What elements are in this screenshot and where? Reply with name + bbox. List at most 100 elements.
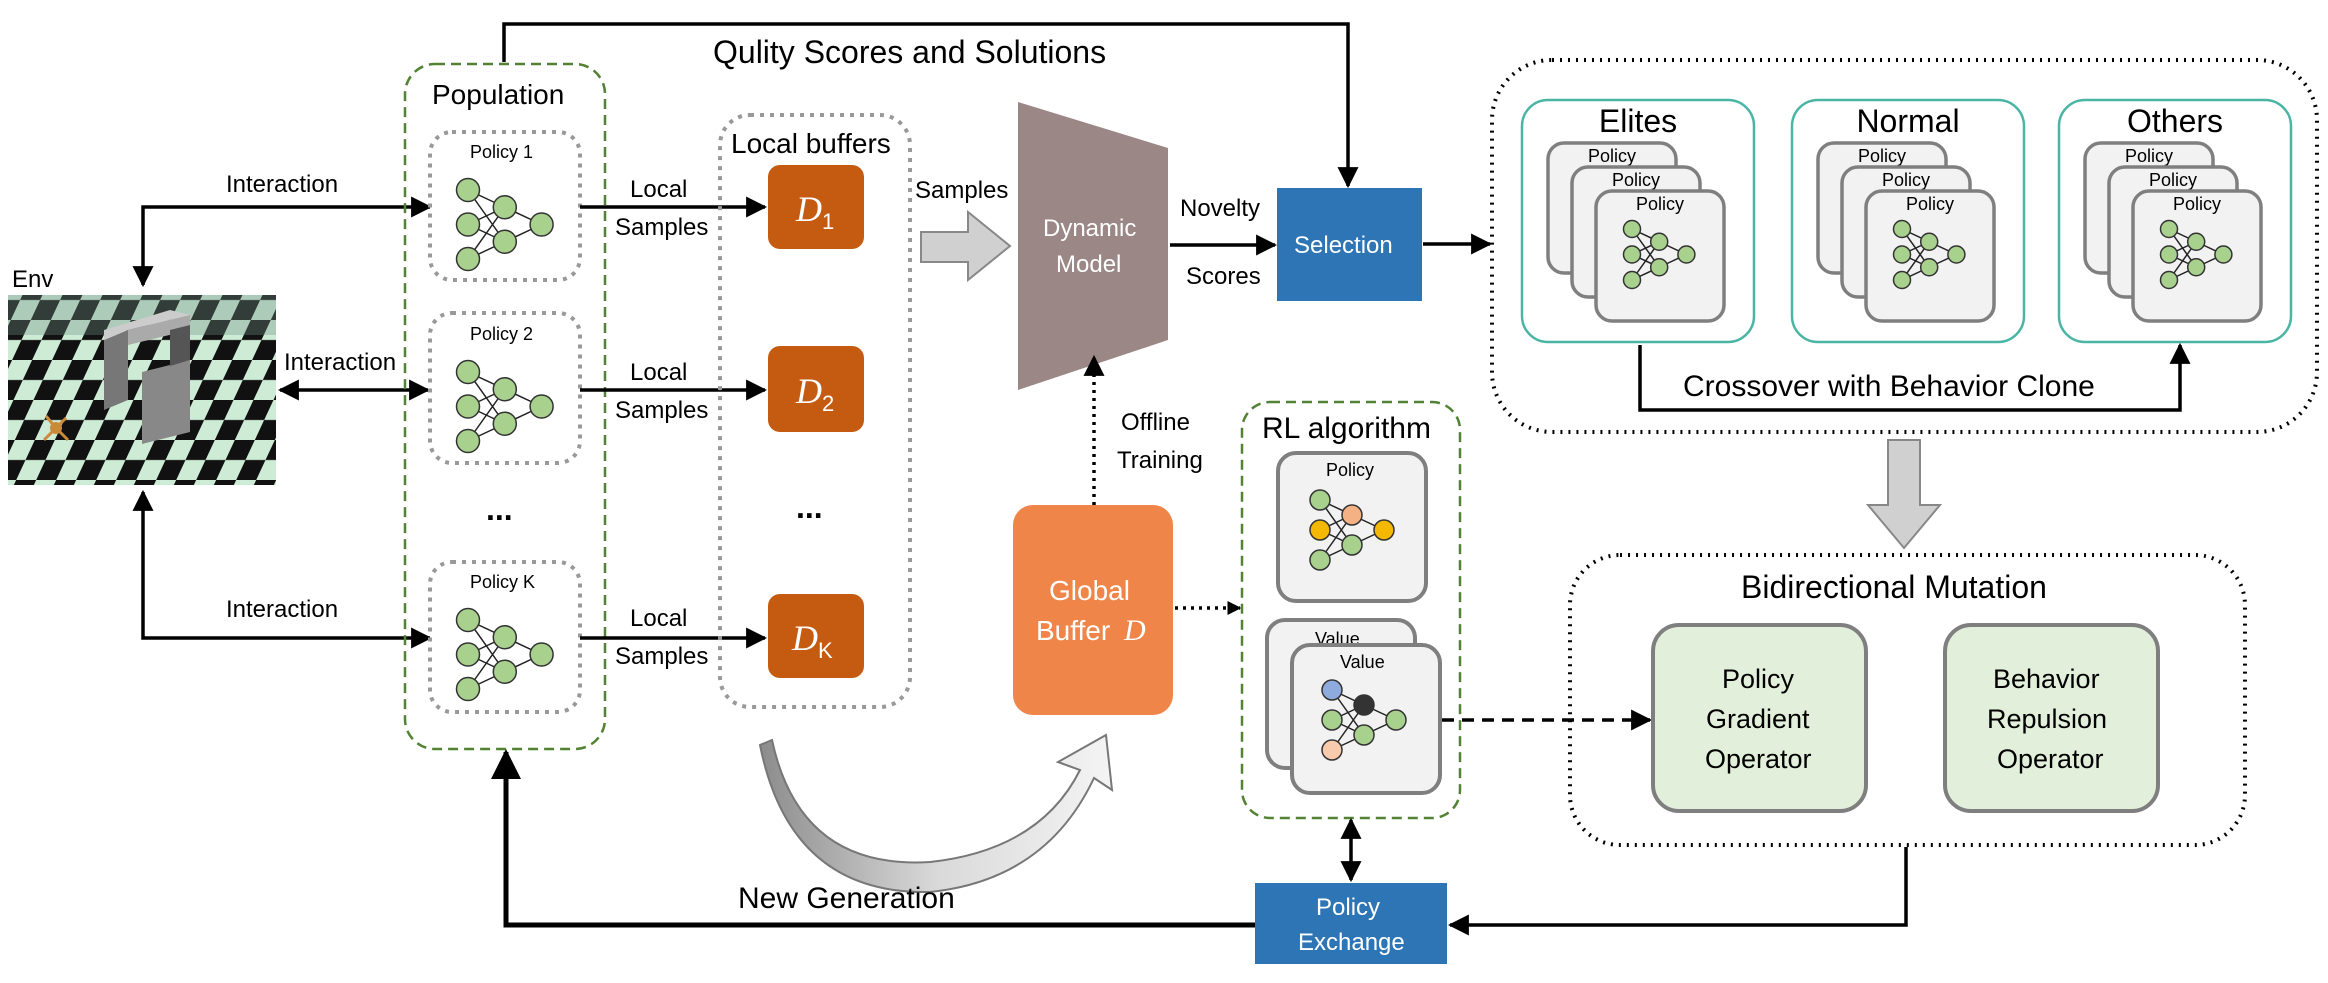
dynamic-model: Dynamic Model (1018, 102, 1168, 390)
network-node (1353, 694, 1375, 716)
buffers-to-global-curve-arrow (758, 733, 1114, 894)
network-node (1892, 219, 1912, 239)
network-node (492, 659, 518, 684)
network-node (1309, 519, 1331, 541)
buffer-d1-symbol: D (795, 189, 822, 229)
policy-k-label: Policy K (470, 572, 535, 592)
archive-policy-label: Policy (1612, 170, 1660, 190)
network-node (1321, 679, 1343, 701)
archive-policy-label: Policy (1588, 146, 1636, 166)
network-node (455, 428, 481, 454)
network-node (492, 229, 518, 254)
network-node (2159, 270, 2179, 290)
archive-policy-label: Policy (2149, 170, 2197, 190)
network-node (2186, 232, 2206, 251)
samples-label-1: Samples (615, 214, 708, 241)
network-node (492, 195, 518, 220)
network-node (529, 394, 554, 419)
network-node (1677, 245, 1696, 264)
environment: Env (8, 266, 276, 485)
network-node (492, 625, 518, 650)
network-node (455, 642, 481, 667)
pg-operator-line3: Operator (1705, 744, 1812, 774)
network-node (1341, 534, 1363, 556)
network-node (1649, 232, 1669, 251)
policy-1-network-icon (455, 177, 554, 272)
rl-value-label: Value (1340, 652, 1385, 672)
archive-policy-label: Policy (1882, 170, 1930, 190)
local-label-3: Local (630, 605, 687, 632)
network-node (1649, 258, 1669, 277)
policy-k-card: Policy K (428, 560, 582, 714)
global-buffer-line1: Global (1049, 575, 1130, 606)
novelty-label: Novelty (1180, 195, 1260, 222)
dynamic-model-line2: Model (1056, 251, 1121, 278)
ant-robot-icon (42, 415, 70, 442)
local-label-1: Local (630, 176, 687, 203)
rl-policy-label: Policy (1326, 460, 1374, 480)
global-buffer-line2: Buffer (1036, 615, 1110, 646)
network-node (2186, 258, 2206, 277)
local-label-2: Local (630, 359, 687, 386)
archive-network-icon (2159, 219, 2233, 290)
local-samples-arrows: Local Samples Local Samples Local Sample… (580, 176, 768, 670)
archive-panel: ElitesPolicyPolicyPolicyNormalPolicyPoli… (1490, 58, 2319, 434)
policy-2-label: Policy 2 (470, 324, 533, 344)
global-buffer: Global Buffer D (1013, 505, 1173, 715)
archive-group-title: Normal (1856, 103, 1959, 139)
selection-label: Selection (1294, 232, 1393, 259)
archive-group-title: Elites (1599, 103, 1677, 139)
archive-policy-label: Policy (1858, 146, 1906, 166)
crossover-label: Crossover with Behavior Clone (1683, 370, 2095, 403)
global-buffer-symbol: D (1123, 614, 1146, 647)
pg-operator-line2: Gradient (1706, 704, 1810, 734)
network-node (1947, 245, 1966, 264)
new-generation-arrow (491, 749, 1255, 928)
buffer-d1-sub: 1 (822, 209, 834, 234)
interaction-arrows: Interaction Interaction Interaction (132, 171, 433, 649)
behavior-repulsion-operator: Behavior Repulsion Operator (1943, 623, 2160, 813)
buffer-d2-symbol: D (795, 371, 822, 411)
training-label: Training (1117, 447, 1203, 474)
archive-policy-label: Policy (2173, 194, 2221, 214)
policy-2-network-icon (455, 359, 554, 454)
network-node (455, 177, 481, 203)
network-node (455, 394, 481, 419)
network-node (1622, 270, 1642, 290)
policy-gradient-operator: Policy Gradient Operator (1651, 623, 1868, 813)
local-buffers-panel: Local buffers D 1 D 2 ... D K (718, 113, 912, 709)
mutation-title: Bidirectional Mutation (1741, 569, 2047, 605)
local-buffers-title: Local buffers (731, 128, 891, 159)
policy-exchange-box: Policy Exchange (1255, 883, 1447, 964)
br-operator-line3: Operator (1997, 744, 2104, 774)
archive-policy-label: Policy (2125, 146, 2173, 166)
novelty-scores-arrow: Novelty Scores (1170, 195, 1278, 290)
interaction-label-1: Interaction (226, 171, 338, 198)
network-node (1385, 709, 1407, 731)
archive-policy-card: Policy (2131, 189, 2263, 323)
offline-label: Offline (1121, 409, 1190, 436)
network-node (1353, 724, 1375, 746)
crossover-arrow (1638, 342, 2191, 412)
offline-training-arrow: Offline Training (1083, 354, 1203, 505)
network-node (1373, 519, 1395, 541)
br-operator-line2: Repulsion (1987, 704, 2107, 734)
buffer-d1: D 1 (768, 165, 864, 249)
archive-to-mutation-arrow (1865, 439, 1943, 550)
rl-algorithm-panel: RL algorithm Policy Value Value (1240, 400, 1462, 820)
policy-1-card: Policy 1 (428, 130, 582, 282)
network-node (455, 359, 481, 385)
policy-1-label: Policy 1 (470, 142, 533, 162)
samples-label-2: Samples (615, 397, 708, 424)
buffer-dk-symbol: D (791, 618, 818, 658)
network-node (1919, 258, 1939, 277)
interaction-label-2: Interaction (284, 349, 396, 376)
rl-algorithm-title: RL algorithm (1262, 412, 1431, 445)
population-title: Population (432, 79, 564, 110)
network-node (1892, 270, 1912, 290)
pg-operator-line1: Policy (1722, 664, 1795, 694)
network-node (1341, 504, 1363, 526)
policy-k-network-icon (455, 607, 554, 702)
